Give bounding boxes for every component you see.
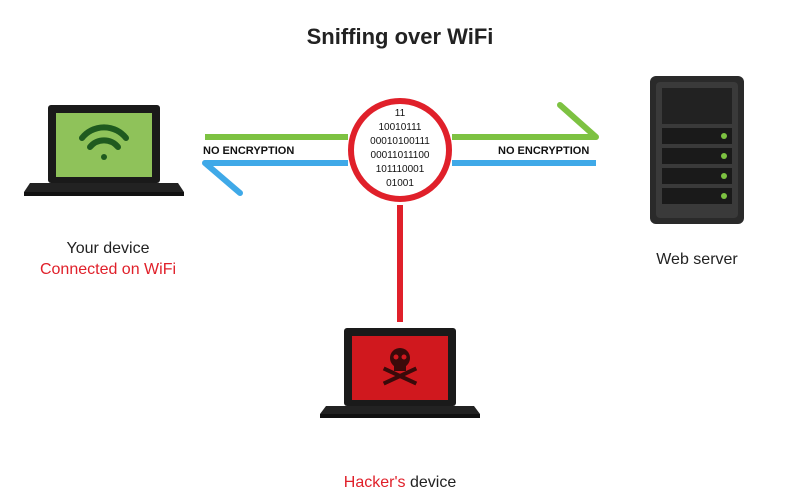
sniffing-circle: [348, 98, 452, 202]
binary-line: 10010111: [378, 122, 421, 133]
your-device-name: Your device: [66, 240, 150, 257]
diagram-title: Sniffing over WiFi: [306, 24, 494, 49]
hacker-device-rest: device: [405, 474, 457, 491]
binary-stream: 11 10010111 00010100111 00011011100 1011…: [370, 108, 430, 189]
server-icon: [650, 76, 744, 224]
binary-line: 11: [395, 108, 406, 119]
hacker-laptop-icon: [320, 328, 480, 418]
your-device-label: Your device Connected on WiFi: [18, 240, 198, 279]
wifi-icon: [79, 124, 129, 160]
hacker-device-label: Hacker's device: [300, 474, 500, 492]
binary-line: 00011011100: [371, 150, 430, 161]
hacker-device-highlight: Hacker's: [343, 474, 406, 491]
right-link-label: NO ENCRYPTION: [498, 145, 589, 157]
binary-line: 01001: [386, 178, 414, 189]
web-server-label: Web server: [656, 251, 738, 268]
binary-line: 101110001: [376, 164, 425, 175]
binary-line: 00010100111: [370, 136, 430, 147]
your-device-status: Connected on WiFi: [39, 261, 177, 278]
right-link-arrows: [452, 102, 599, 166]
skull-crossbones-icon: [382, 348, 418, 386]
left-link-label: NO ENCRYPTION: [203, 145, 294, 157]
your-device-laptop-icon: [24, 105, 184, 196]
left-link-arrows: [202, 134, 348, 196]
